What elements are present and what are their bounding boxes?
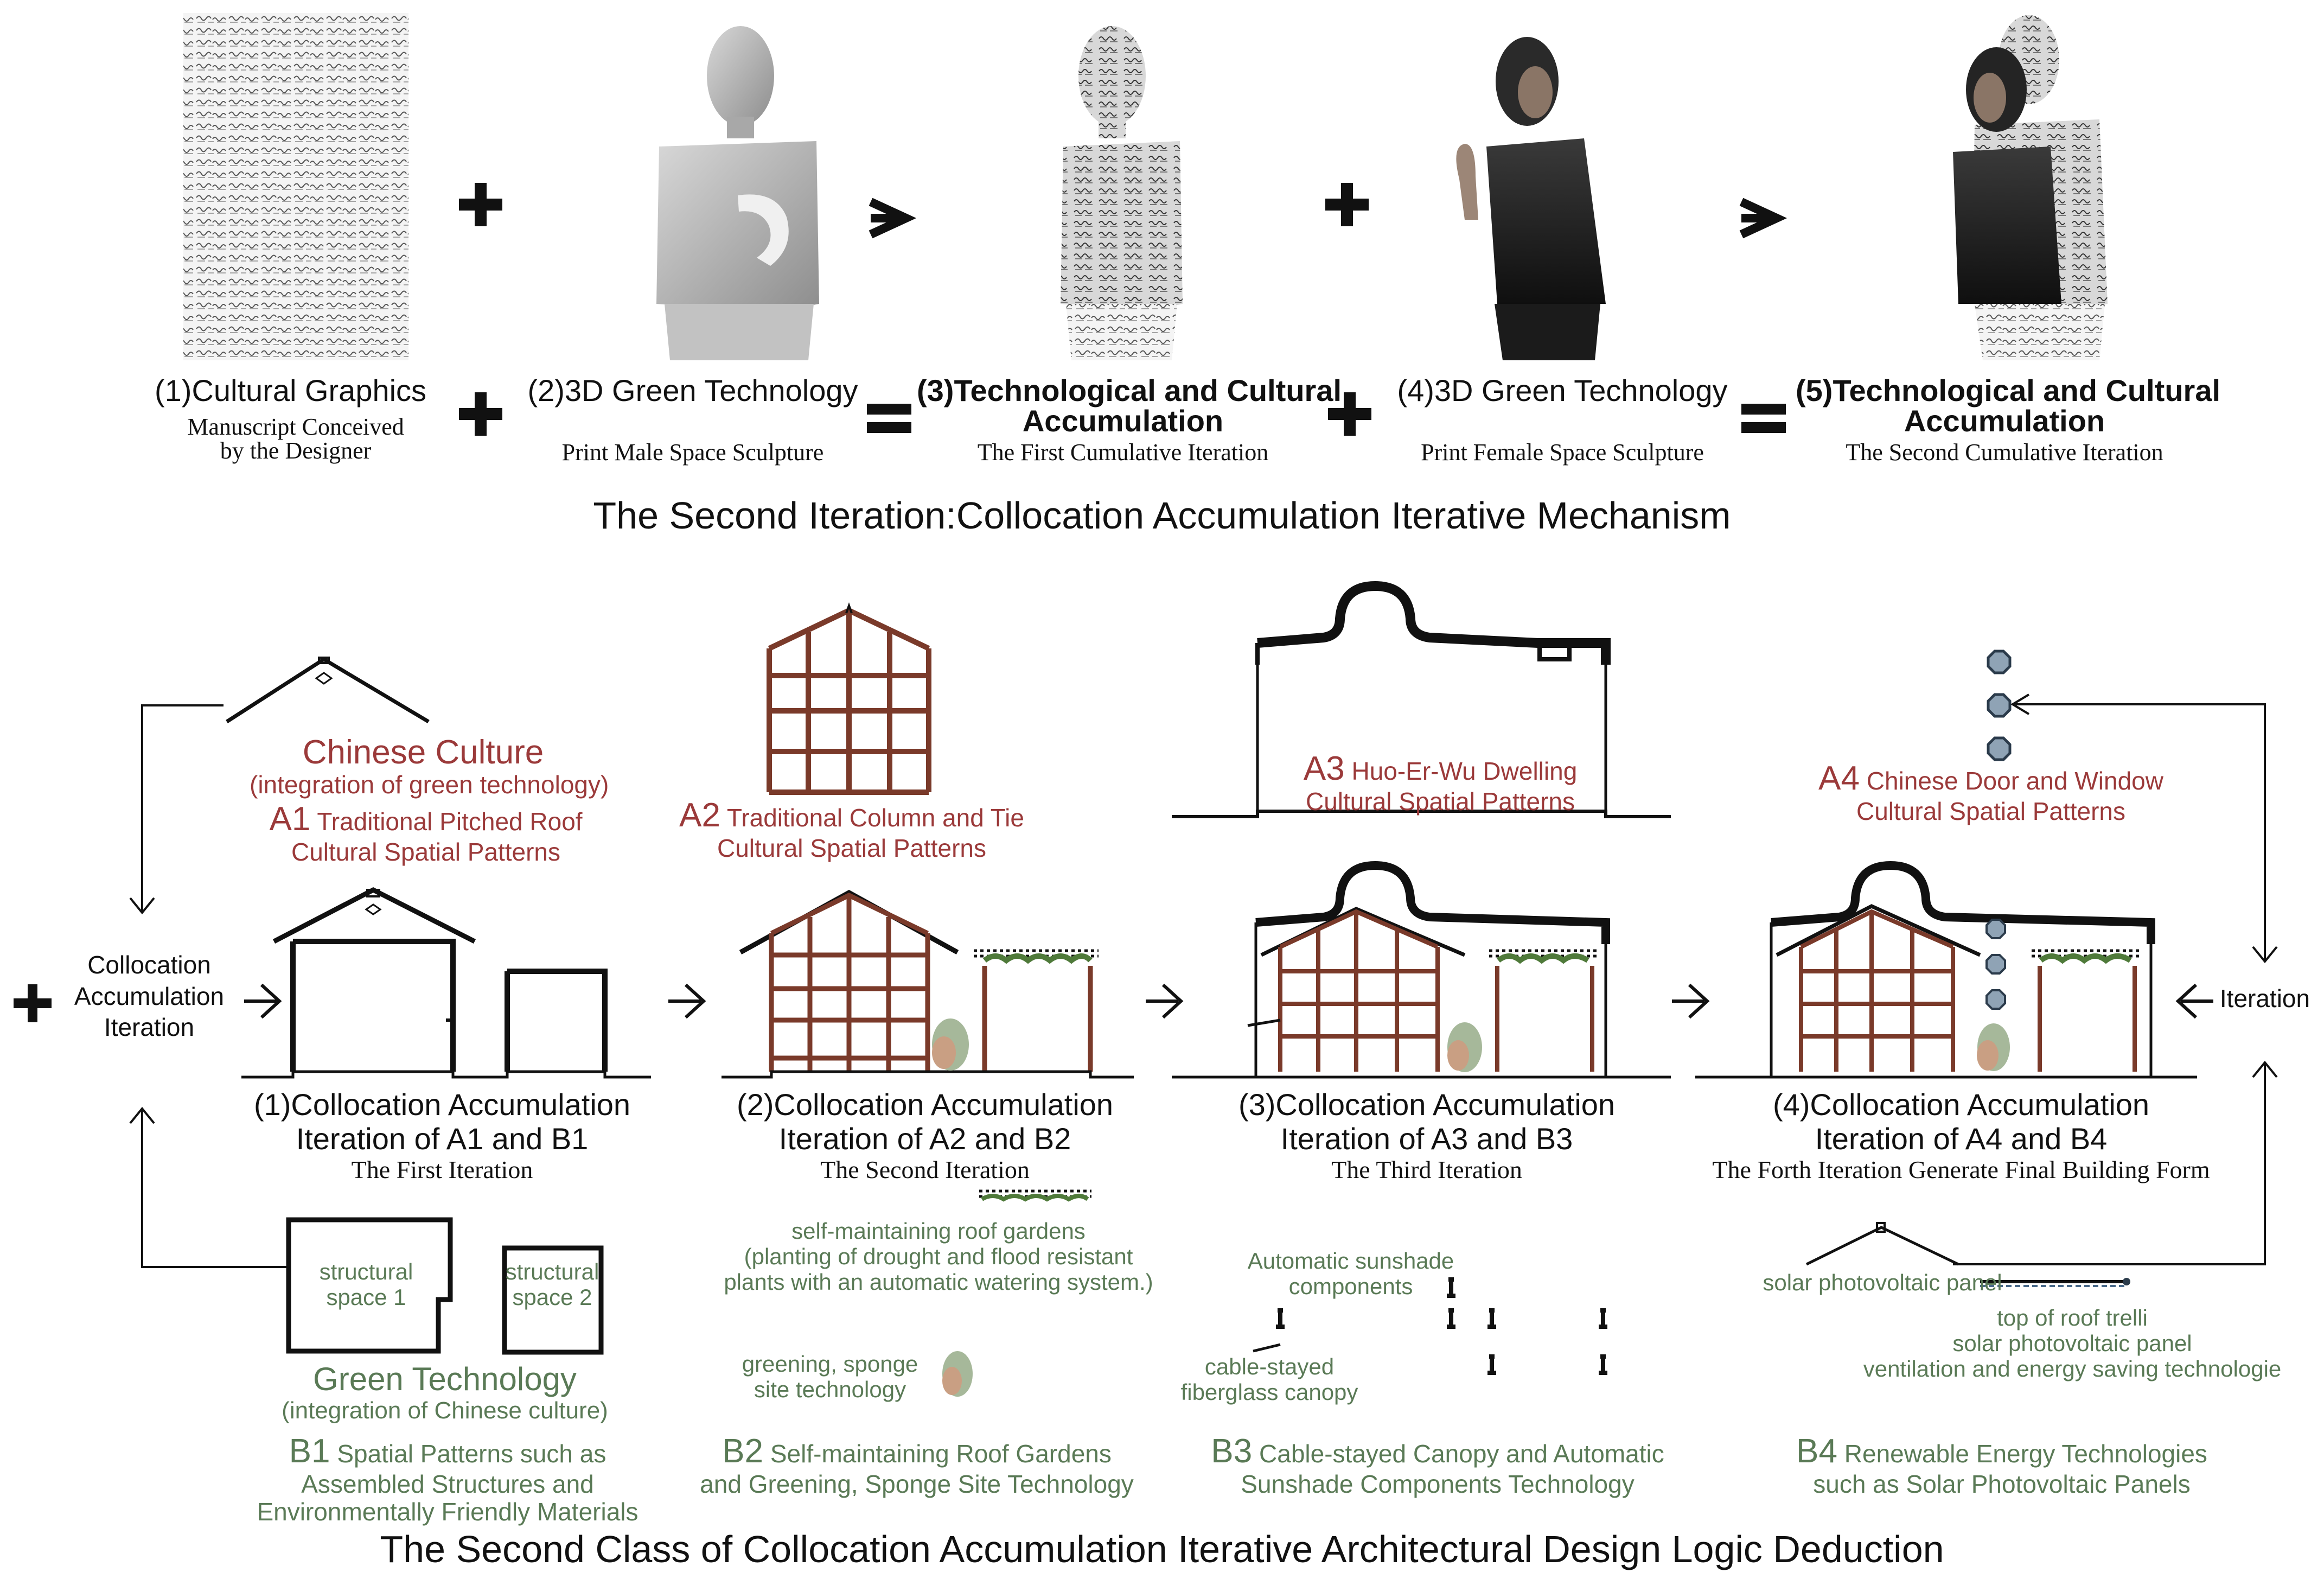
roof-gardens-note: self-maintaining roof gardens(planting o… bbox=[724, 1218, 1153, 1295]
iteration-1-caption: (1)Collocation Accumulation Iteration of… bbox=[253, 1087, 631, 1184]
structural-spaces-b1 bbox=[286, 1217, 604, 1355]
tree-icon bbox=[1447, 1022, 1482, 1072]
building-iteration-1 bbox=[241, 887, 651, 1079]
tree-icon bbox=[932, 1018, 969, 1071]
equals-icon bbox=[867, 404, 911, 433]
door-window-motif-a4 bbox=[1987, 650, 2012, 761]
caption-3-sub: The First Cumulative Iteration bbox=[977, 439, 1269, 466]
left-feedback-loop bbox=[129, 704, 288, 1268]
plus-icon bbox=[1325, 183, 1369, 226]
arrow-right-icon bbox=[869, 198, 917, 239]
iteration-2-caption: (2)Collocation Accumulation Iteration of… bbox=[736, 1087, 1114, 1184]
chinese-culture-title: Chinese Culture bbox=[302, 734, 544, 771]
chinese-culture-subtitle: (integration of green technology) bbox=[250, 771, 609, 799]
column-tie-frame-a2 bbox=[767, 602, 931, 795]
plus-icon bbox=[459, 183, 502, 226]
arrow-right-icon bbox=[244, 983, 282, 1019]
building-iteration-4 bbox=[1695, 861, 2197, 1079]
tree-icon bbox=[942, 1351, 973, 1397]
pv-panel-note: solar photovoltaic panel bbox=[1763, 1270, 2002, 1295]
caption-2-title: (2)3D Green Technology bbox=[527, 373, 858, 408]
plus-icon bbox=[1328, 392, 1371, 436]
caption-5-sub: The Second Cumulative Iteration bbox=[1846, 439, 2163, 466]
green-technology-subtitle: (integration of Chinese culture) bbox=[282, 1397, 608, 1424]
bottom-heading: The Second Class of Collocation Accumula… bbox=[380, 1528, 1944, 1570]
female-sculpture-figure bbox=[1456, 37, 1606, 360]
huo-er-wu-dwelling-a3 bbox=[1172, 581, 1671, 818]
combined-sculpture-figure bbox=[1953, 15, 2108, 360]
building-iteration-2 bbox=[722, 889, 1134, 1079]
top-heading: The Second Iteration:Collocation Accumul… bbox=[593, 494, 1731, 537]
pitched-roof-a1 bbox=[226, 657, 430, 724]
arrow-right-icon bbox=[1146, 983, 1184, 1019]
iteration-label: Iteration bbox=[2219, 984, 2310, 1013]
tree-icon bbox=[1977, 1023, 2010, 1071]
manuscript-graphic bbox=[183, 13, 408, 360]
plus-icon bbox=[14, 984, 52, 1022]
arrow-right-icon bbox=[668, 983, 706, 1019]
arrow-left-icon bbox=[2175, 983, 2213, 1019]
building-iteration-3 bbox=[1172, 861, 1671, 1079]
plus-icon bbox=[459, 392, 502, 436]
solar-panel-b4 bbox=[1805, 1222, 2130, 1287]
iteration-4-caption: (4)Collocation Accumulation Iteration of… bbox=[1712, 1087, 2210, 1184]
sunshade-components-b3 bbox=[1253, 1277, 1607, 1375]
roof-garden-b2 bbox=[979, 1189, 1091, 1202]
caption-4-title: (4)3D Green Technology bbox=[1397, 373, 1728, 408]
caption-1-title: (1)Cultural Graphics bbox=[155, 373, 427, 408]
male-sculpture-figure bbox=[656, 26, 819, 360]
green-technology-title: Green Technology bbox=[313, 1361, 577, 1397]
iteration-3-caption: (3)Collocation Accumulation Iteration of… bbox=[1238, 1087, 1616, 1184]
caption-2-sub: Print Male Space Sculpture bbox=[561, 439, 824, 466]
arrow-right-icon bbox=[1672, 983, 1710, 1019]
arrow-right-icon bbox=[1739, 198, 1787, 239]
chinese-culture-block: Chinese Culture (integration of green te… bbox=[250, 734, 609, 799]
male-sculpture-manuscript-figure bbox=[1061, 26, 1183, 360]
equals-icon bbox=[1741, 404, 1786, 433]
green-technology-block: Green Technology (integration of Chinese… bbox=[228, 1361, 662, 1424]
caption-4-sub: Print Female Space Sculpture bbox=[1421, 439, 1704, 466]
right-feedback-loop bbox=[1953, 693, 2278, 1265]
